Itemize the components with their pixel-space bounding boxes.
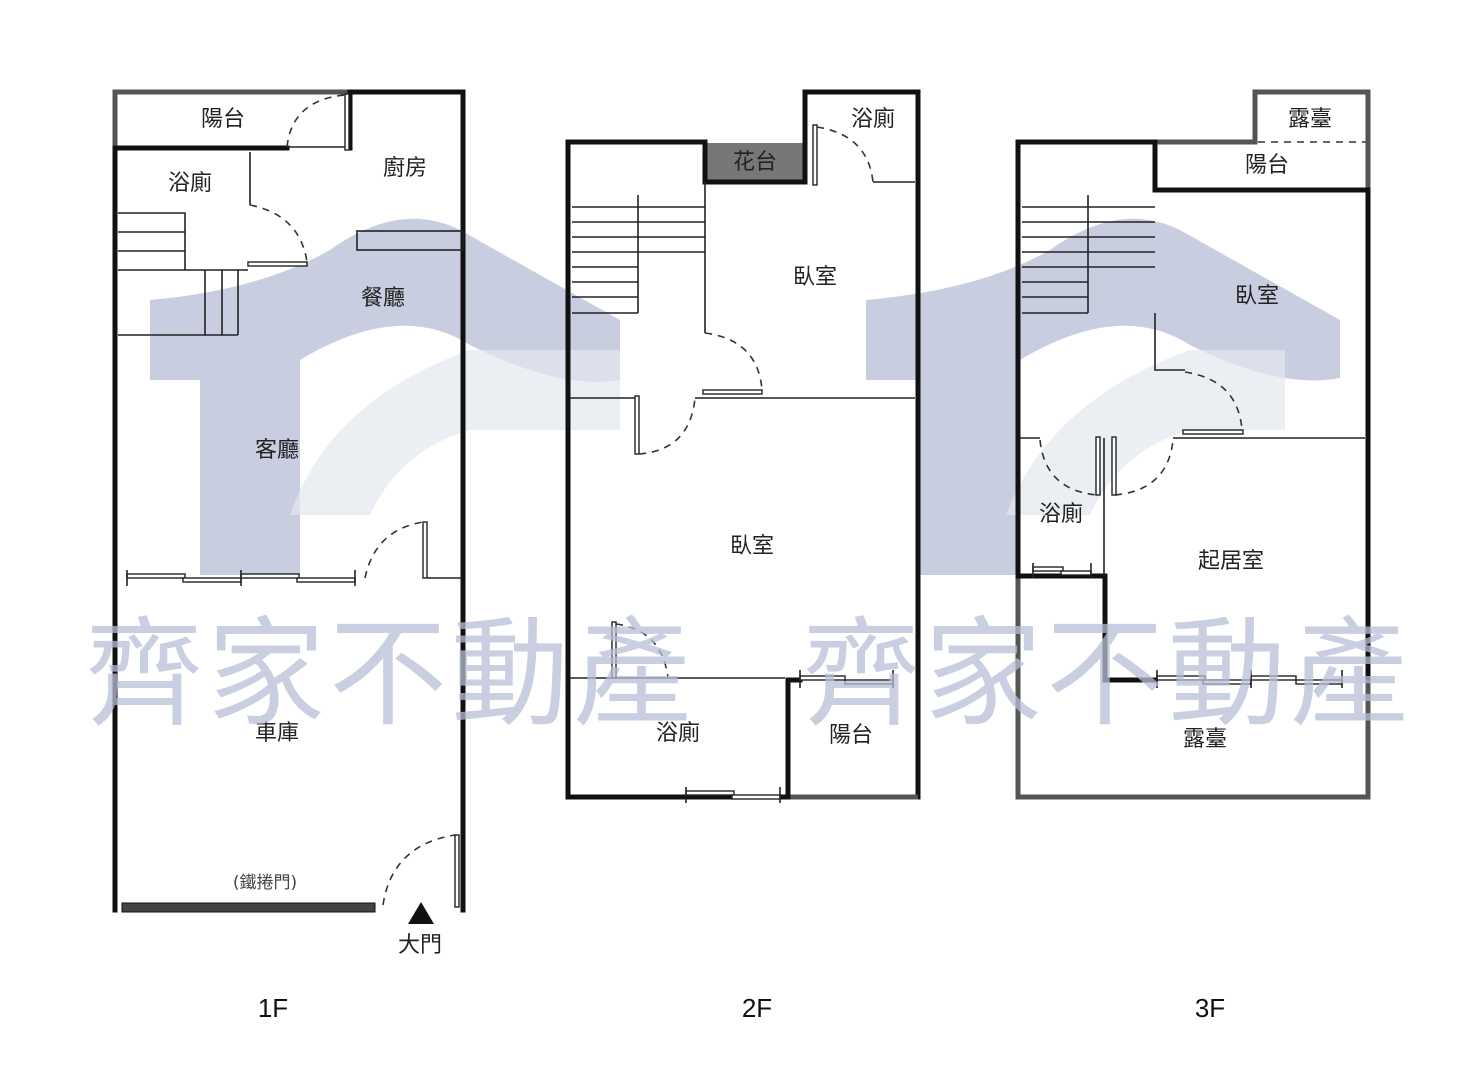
room-label: 臥室 [1235, 284, 1279, 309]
room-label: 陽台 [829, 723, 873, 748]
window-2f-bath [685, 787, 781, 803]
room-label: 浴廁 [656, 721, 700, 746]
floor-label-1f: 1F [258, 993, 288, 1023]
floor-label-2f: 2F [742, 993, 772, 1023]
room-label: 浴廁 [168, 171, 212, 196]
room-label: 客廳 [255, 438, 299, 463]
stairs-3f [1022, 195, 1155, 314]
watermark-logo-left [150, 218, 620, 575]
kitchen-counter [356, 230, 464, 251]
room-label: 廚房 [383, 156, 427, 181]
watermark-text: 齊家不動產 [85, 605, 695, 743]
room-label: 陽台 [201, 107, 245, 132]
planter [706, 143, 805, 181]
stairs-1f [118, 212, 248, 336]
sliding-door-1f [126, 570, 356, 586]
floor-3f: 露臺 陽台 臥室 浴廁 起居室 露臺 3F [1015, 89, 1371, 1023]
stairs-2f [572, 195, 705, 314]
rolling-door [121, 902, 376, 913]
room-label: 浴廁 [851, 107, 895, 132]
room-label: 車庫 [255, 721, 299, 746]
room-label: 露臺 [1183, 727, 1227, 752]
floor-label-3f: 3F [1195, 993, 1225, 1023]
floor-1f: 陽台 浴廁 廚房 餐廳 客廳 車庫 (鐵捲門) 大門 1F [112, 89, 466, 1023]
room-label: 露臺 [1288, 107, 1332, 132]
room-label: 陽台 [1245, 153, 1289, 178]
room-label: 浴廁 [1039, 502, 1083, 527]
room-label: 花台 [733, 150, 777, 175]
window-2f-balcony [799, 670, 894, 688]
entrance-label: 大門 [398, 933, 442, 958]
sliding-door-3f [1156, 670, 1343, 688]
room-label: 起居室 [1198, 549, 1264, 574]
room-label: 臥室 [730, 534, 774, 559]
room-label: 臥室 [793, 265, 837, 290]
room-label: 餐廳 [361, 286, 405, 311]
entrance-arrow-icon [408, 902, 434, 924]
watermark-logo-right [866, 218, 1340, 575]
rolling-door-label: (鐵捲門) [233, 873, 297, 893]
window-3f-bath [1032, 563, 1092, 578]
watermark-text: 齊家不動產 [802, 605, 1412, 743]
floor-2f: 浴廁 花台 臥室 臥室 浴廁 陽台 2F [565, 89, 921, 1023]
